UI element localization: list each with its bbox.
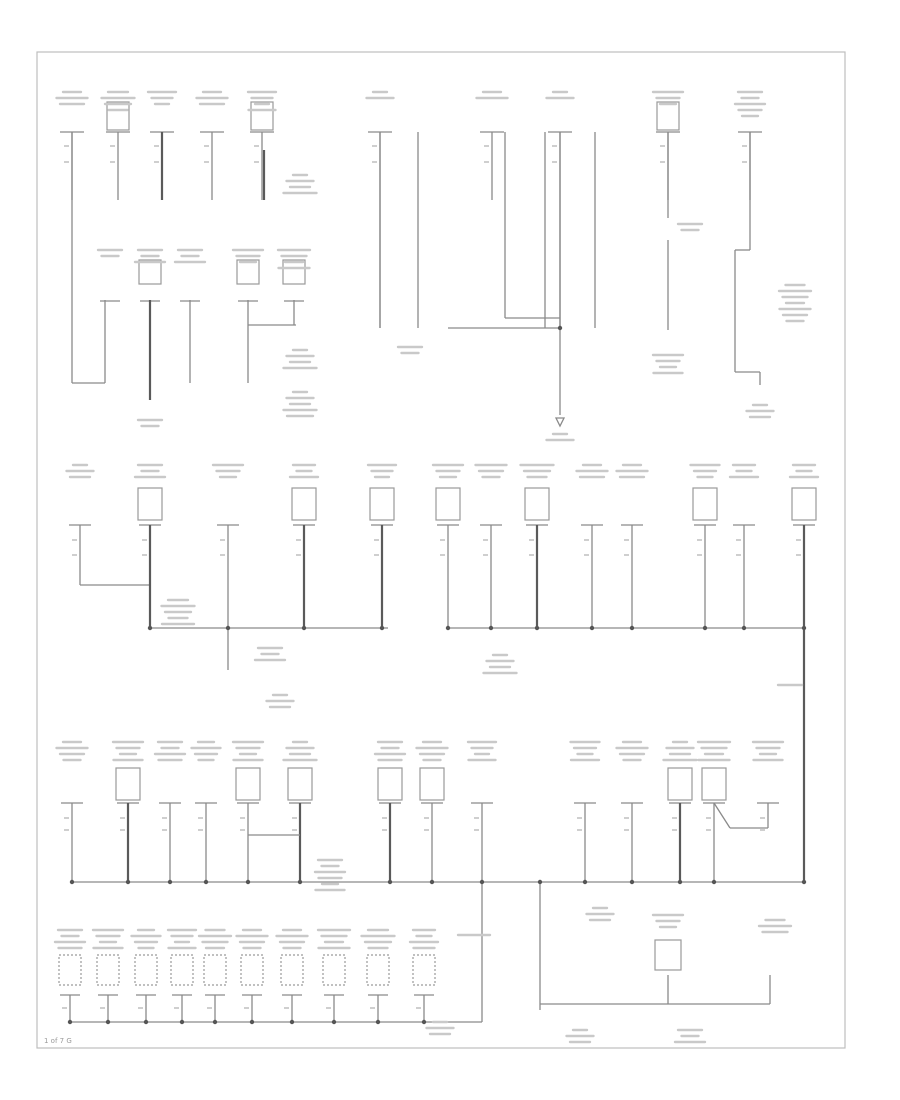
component-box xyxy=(654,939,682,971)
component-box xyxy=(58,954,82,986)
component-box xyxy=(435,487,461,521)
splice-node xyxy=(629,625,635,631)
splice-node xyxy=(677,879,683,885)
wire xyxy=(713,802,731,829)
splice-node xyxy=(67,1019,73,1025)
components-layer xyxy=(58,101,817,1025)
splice-node xyxy=(557,325,563,331)
splice-node xyxy=(801,879,807,885)
splice-node xyxy=(69,879,75,885)
splice-node xyxy=(203,879,209,885)
component-box xyxy=(692,487,718,521)
splice-node xyxy=(488,625,494,631)
component-box xyxy=(203,954,227,986)
component-box xyxy=(236,259,260,285)
component-box xyxy=(366,954,390,986)
splice-node xyxy=(147,625,153,631)
component-box xyxy=(287,767,313,801)
splice-node xyxy=(479,879,485,885)
splice-node xyxy=(297,879,303,885)
component-box xyxy=(377,767,403,801)
splice-node xyxy=(711,879,717,885)
splice-node xyxy=(289,1019,295,1025)
splice-node xyxy=(225,625,231,631)
splice-node xyxy=(245,879,251,885)
component-box xyxy=(419,767,445,801)
component-box xyxy=(134,954,158,986)
splice-node xyxy=(801,625,807,631)
component-box xyxy=(280,954,304,986)
splice-node xyxy=(589,625,595,631)
splice-node xyxy=(125,879,131,885)
component-box xyxy=(667,767,693,801)
diagram-frame xyxy=(36,51,846,1049)
component-box xyxy=(291,487,317,521)
splice-node xyxy=(741,625,747,631)
splice-node xyxy=(702,625,708,631)
splice-node xyxy=(582,879,588,885)
component-box xyxy=(656,101,680,131)
component-box xyxy=(282,259,306,285)
footer-code: 1 of 7 G xyxy=(44,1037,72,1045)
splice-node xyxy=(534,625,540,631)
splice-node xyxy=(379,625,385,631)
splice-node xyxy=(421,1019,427,1025)
labels-layer xyxy=(53,90,820,1044)
splice-node xyxy=(249,1019,255,1025)
ground-symbol xyxy=(554,417,566,428)
component-box xyxy=(791,487,817,521)
wiring-layer xyxy=(60,131,815,1023)
splice-node xyxy=(375,1019,381,1025)
component-box xyxy=(250,101,274,131)
splice-node xyxy=(387,879,393,885)
component-box xyxy=(524,487,550,521)
splice-node xyxy=(212,1019,218,1025)
component-box xyxy=(115,767,141,801)
component-box xyxy=(137,487,163,521)
splice-node xyxy=(143,1019,149,1025)
component-box xyxy=(138,259,162,285)
splice-node xyxy=(445,625,451,631)
component-box xyxy=(235,767,261,801)
component-box xyxy=(106,101,130,131)
component-box xyxy=(412,954,436,986)
splice-node xyxy=(179,1019,185,1025)
splice-node xyxy=(105,1019,111,1025)
component-box xyxy=(96,954,120,986)
component-box xyxy=(322,954,346,986)
splice-node xyxy=(429,879,435,885)
splice-node xyxy=(167,879,173,885)
splice-node xyxy=(301,625,307,631)
component-box xyxy=(170,954,194,986)
component-box xyxy=(369,487,395,521)
splice-node xyxy=(331,1019,337,1025)
component-box xyxy=(240,954,264,986)
splice-node xyxy=(629,879,635,885)
component-box xyxy=(701,767,727,801)
splice-node xyxy=(537,879,543,885)
